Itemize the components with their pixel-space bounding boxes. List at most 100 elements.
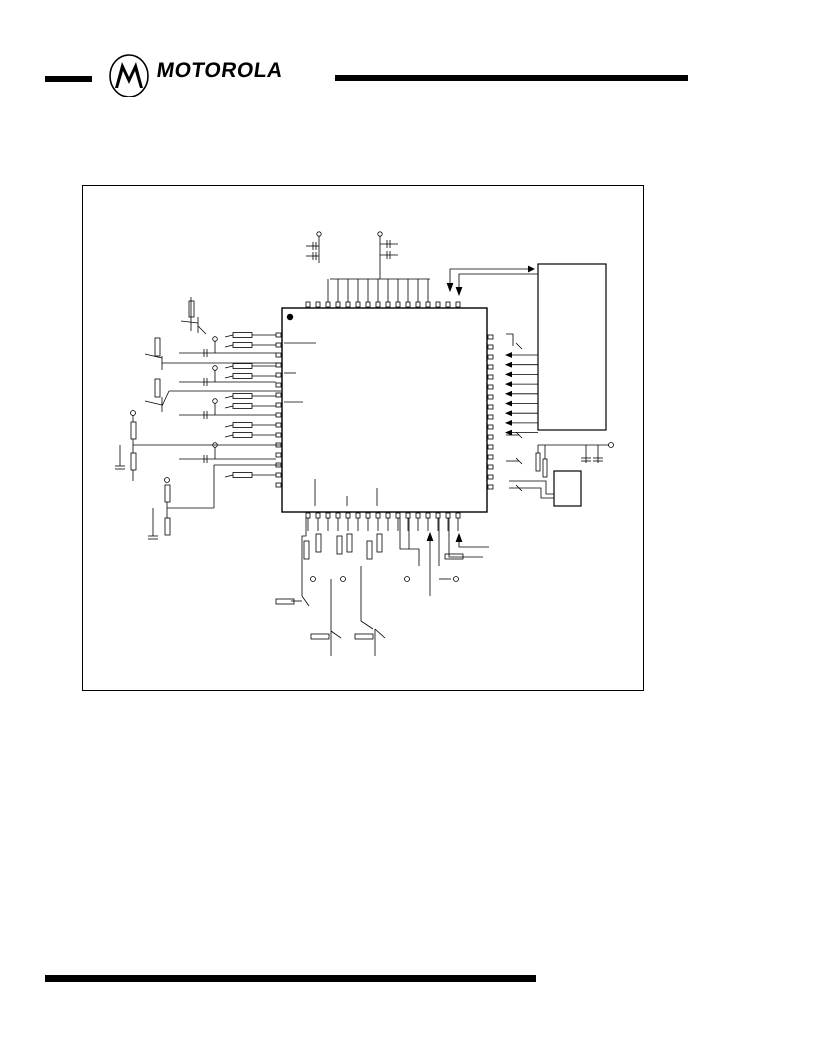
transistor-icon [144,297,281,412]
ic-pin [405,512,411,519]
schematic-figure [82,185,644,691]
signal-line [224,375,234,379]
ic-pin [385,301,391,308]
resistor-icon [232,332,253,338]
ic-pin [445,301,451,308]
resistor-icon [115,410,281,540]
ground-icon [515,431,523,439]
ic-pin [395,301,401,308]
ic-pin [487,344,494,350]
ic-pin [305,301,311,308]
ic-pin [275,482,282,488]
footer-rule [45,975,536,982]
resistor-icon [232,342,253,348]
ic-pin [325,301,331,308]
arrow-icon [504,420,513,426]
ground-icon [515,457,523,465]
supply-node-icon [212,336,218,342]
ic-pin [487,394,494,400]
arrow-icon [504,429,513,436]
ic-pin [487,404,494,410]
ic-pin [445,512,451,519]
brand-name: MOTOROLA [155,59,285,82]
ic-pin [275,402,282,408]
right-ground-stubs [506,333,523,492]
ic-pin [487,444,494,450]
header-rule-left [45,76,92,82]
ic-pin [487,434,494,440]
ic-pin [345,301,351,308]
signal-line [224,365,234,369]
ic-pin [425,512,431,519]
ic-pin [395,512,401,519]
ground-icon [515,484,523,492]
signal-line [224,474,234,478]
ic-pin [275,392,282,398]
ic-pin [415,512,421,519]
ic-pin [305,512,311,519]
signal-line [224,405,234,409]
ic-pin [487,374,494,380]
ic-pin [275,422,282,428]
ic-pin [487,424,494,430]
ic-pin [375,512,381,519]
ic-pin [487,484,494,490]
ic-pin [425,301,431,308]
signal-line [224,424,234,428]
ic-chip-icon [275,279,494,531]
ic-pin [275,332,282,338]
resistor-icon [232,393,253,399]
ic-pin [365,512,371,519]
top-bypass-network [306,231,430,280]
ic-pin [275,342,282,348]
signal-line [224,344,234,348]
arrow-icon [504,381,513,387]
header-logo: MOTOROLA [107,53,307,99]
ic-pin [487,474,494,480]
ic-pin [275,352,282,358]
ic-pin [487,464,494,470]
ic-pin [455,512,461,519]
arrow-icon [504,361,513,368]
ic-pin [365,301,371,308]
signal-line [224,434,234,438]
ic-pin [487,454,494,460]
ic-pin [335,512,341,519]
arrow-icon [504,352,513,358]
resistor-icon [232,363,253,369]
ic-pin [275,472,282,478]
ic-pin [435,512,441,519]
ic-pin [455,301,461,308]
motorola-batwing-logo-icon [109,54,149,98]
ic-pin [315,512,321,519]
ic-pin [487,364,494,370]
signal-line [224,334,234,338]
ic-pin [355,301,361,308]
signal-line [224,395,234,399]
ic-pin [275,432,282,438]
ic-pin [385,512,391,519]
arrow-icon [504,400,513,407]
circuit-schematic [115,231,614,656]
arrow-icon [504,390,513,397]
ic-pin [275,412,282,418]
connector-block-icon [446,263,607,436]
ic-pin [275,382,282,388]
arrow-icon [504,371,513,378]
ic-pin [335,301,341,308]
small-ic-icon [509,442,614,507]
ic-pin [325,512,331,519]
resistor-icon [232,403,253,409]
ic-pin [315,301,321,308]
ic-pin [275,452,282,458]
resistor-icon [232,432,253,438]
ic-pin [487,414,494,420]
arrow-icon [504,410,513,417]
ic-pin [487,334,494,340]
ic-pin [275,372,282,378]
ic-pin [355,512,361,519]
left-passive-network [179,332,276,478]
bottom-passive-network [275,518,489,656]
resistor-icon [232,422,253,428]
ic-pin [275,362,282,368]
